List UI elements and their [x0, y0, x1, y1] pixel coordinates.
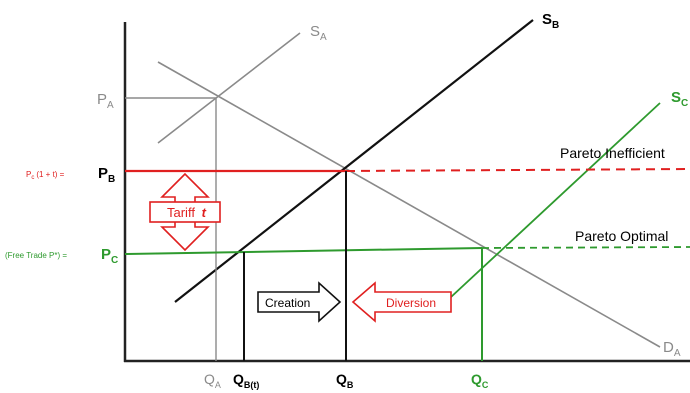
price-c-prefix: (Free Trade P*) =: [5, 251, 67, 260]
supply-b-label: SB: [542, 11, 559, 31]
diversion-label: Diversion: [386, 296, 436, 310]
supply-c-label: SC: [671, 89, 688, 109]
creation-arrow: [257, 281, 342, 323]
free-trade-price-line: [124, 247, 483, 255]
free-trade-price-line-dashed: [481, 246, 690, 249]
price-c-label: PC: [101, 246, 118, 266]
diversion-arrow: [351, 281, 452, 323]
tariff-price-line-dashed: [345, 168, 690, 172]
demand-curve-a: [157, 61, 661, 348]
supply-curve-c: [436, 102, 661, 311]
pareto-inefficient-label: Pareto Inefficient: [560, 145, 665, 161]
qty-a-label: QA: [204, 371, 221, 390]
supply-curve-a: [157, 32, 301, 144]
tariff-label: Tariff t: [167, 205, 207, 220]
price-a-label: PA: [97, 91, 114, 111]
pareto-optimal-label: Pareto Optimal: [575, 228, 668, 244]
qty-bt-label: QB(t): [233, 371, 259, 390]
tariff-label-box: [149, 201, 221, 223]
supply-a-label: SA: [310, 23, 327, 43]
demand-a-label: DA: [663, 339, 681, 359]
creation-label: Creation: [265, 296, 310, 310]
price-b-label: PB: [98, 165, 115, 185]
tariff-symbol: t: [202, 205, 207, 220]
supply-curve-b: [174, 19, 534, 303]
tariff-word: Tariff: [167, 205, 195, 220]
qty-c-label: QC: [471, 371, 489, 390]
qty-b-label: QB: [336, 371, 354, 390]
price-b-prefix: Pc(1 + t) =: [26, 170, 65, 181]
